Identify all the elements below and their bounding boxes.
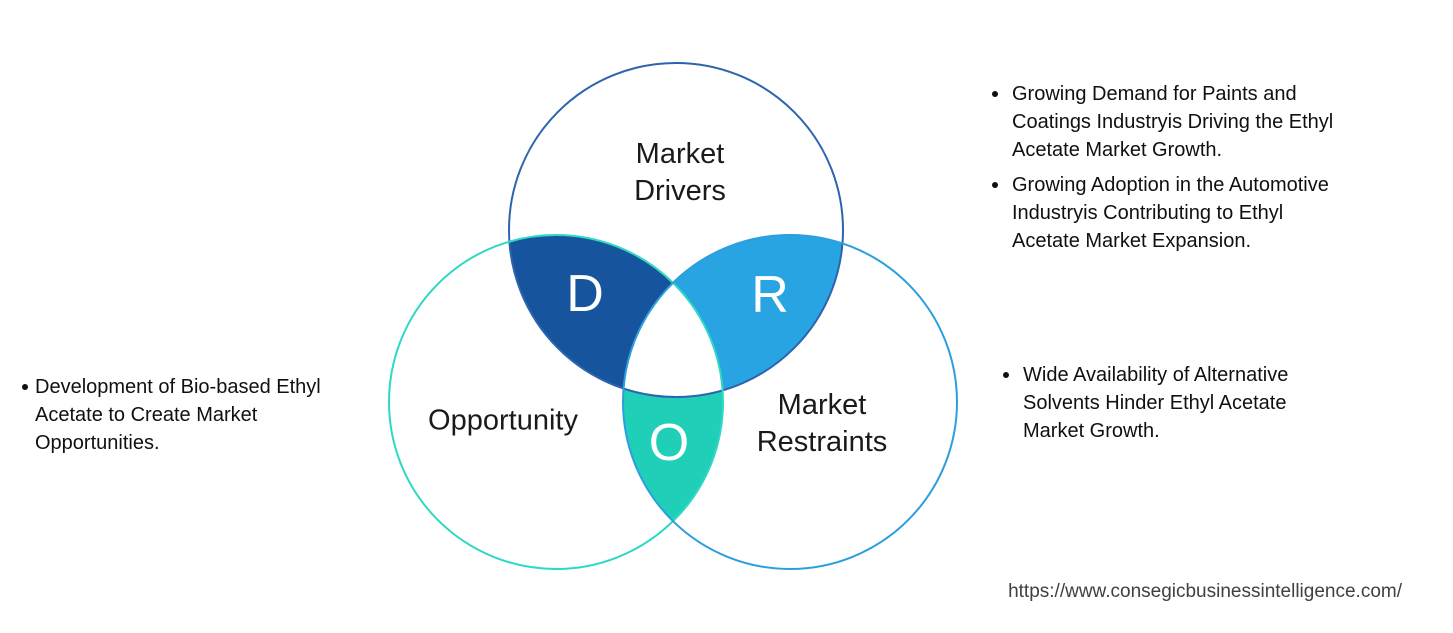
opportunity-bullet-list: Development of Bio-based Ethyl Acetate t… xyxy=(22,373,392,457)
drivers-restraints-overlap xyxy=(623,235,843,397)
opportunity-circle-outline xyxy=(388,234,724,570)
opportunity-label: Opportunity xyxy=(428,404,578,437)
bullet-text: Wide Availability of Alternative Solvent… xyxy=(1023,364,1289,442)
bullet-item: Wide Availability of Alternative Solvent… xyxy=(1003,361,1373,445)
restraints-label: Market Restraints xyxy=(756,389,888,458)
opportunity-letter: O xyxy=(648,414,690,472)
drivers-letter: D xyxy=(566,265,604,323)
bullet-dot-icon xyxy=(22,384,28,390)
bullet-text: Development of Bio-based Ethyl Acetate t… xyxy=(35,376,321,454)
bullet-item: Growing Demand for Paints and Coatings I… xyxy=(992,80,1432,164)
bullet-text: Growing Demand for Paints and Coatings I… xyxy=(1012,83,1334,161)
restraints-bullet-list: Wide Availability of Alternative Solvent… xyxy=(1003,361,1373,445)
drivers-opportunity-overlap xyxy=(509,235,723,397)
restraints-circle-outline xyxy=(622,234,958,570)
source-url: https://www.consegicbusinessintelligence… xyxy=(1008,581,1402,602)
restraints-letter: R xyxy=(751,266,789,324)
bullet-item: Growing Adoption in the Automotive Indus… xyxy=(992,171,1432,255)
bullet-dot-icon xyxy=(1003,372,1009,378)
bullet-item: Development of Bio-based Ethyl Acetate t… xyxy=(22,373,392,457)
bullet-dot-icon xyxy=(992,182,998,188)
drivers-label: Market Drivers xyxy=(634,138,726,207)
bullet-dot-icon xyxy=(992,91,998,97)
bullet-text: Growing Adoption in the Automotive Indus… xyxy=(1012,174,1329,252)
drivers-circle-outline xyxy=(508,62,844,398)
drivers-bullet-list: Growing Demand for Paints and Coatings I… xyxy=(992,80,1432,255)
